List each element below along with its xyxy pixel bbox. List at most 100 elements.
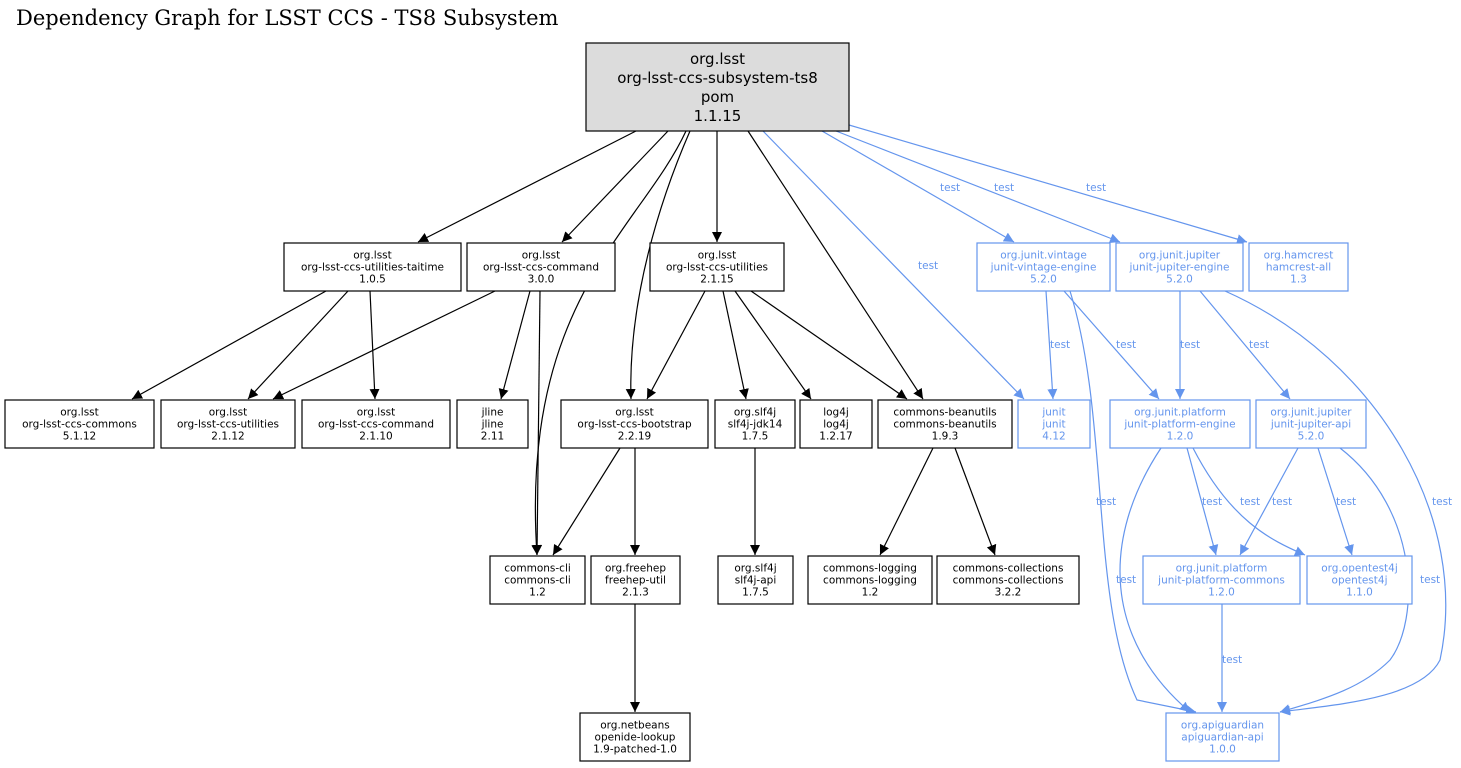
node-box	[560, 399, 709, 449]
edge-line	[1119, 447, 1191, 713]
edge-line	[247, 290, 349, 400]
edge-label: test	[1432, 496, 1452, 508]
node-jupiterengine: org.junit.jupiterjunit-jupiter-engine5.2…	[1115, 242, 1244, 292]
node-group: jline	[481, 407, 504, 419]
edge-platformcommons-to-apiguardian: test	[1217, 604, 1242, 712]
node-artifact: commons-cli	[504, 575, 571, 587]
node-version: 5.1.12	[63, 431, 96, 443]
node-taitime: org.lsstorg-lsst-ccs-utilities-taitime1.…	[283, 242, 462, 292]
node-group: commons-beanutils	[893, 407, 996, 419]
edge-root-to-junit: test	[762, 130, 1025, 400]
nodes-layer: org.lsstorg-lsst-ccs-subsystem-ts8pom1.1…	[4, 42, 1413, 762]
edge-line	[835, 130, 1121, 244]
edge-label: test	[1222, 654, 1242, 666]
edge-line	[1317, 447, 1354, 556]
edge-line	[1186, 447, 1219, 556]
edge-root-to-jupiterengine: test	[835, 130, 1121, 244]
edge-line	[734, 290, 812, 400]
node-group: org.lsst	[353, 250, 392, 262]
node-artifact: hamcrest-all	[1266, 262, 1331, 274]
node-box	[489, 555, 586, 605]
node-group: org.lsst	[690, 50, 745, 68]
node-version: 1.9-patched-1.0	[593, 744, 677, 756]
edge-line	[1199, 290, 1291, 400]
node-version: 2.1.3	[622, 587, 649, 599]
node-platformcommons: org.junit.platformjunit-platform-commons…	[1142, 555, 1301, 605]
edge-platformengine-to-opentest4j: test	[1192, 447, 1306, 556]
node-box	[4, 399, 155, 449]
node-box	[1165, 712, 1280, 762]
node-version: 1.2.0	[1167, 431, 1194, 443]
edge-taitime-to-utilities2112	[247, 290, 349, 400]
node-version: 1.2.0	[1208, 587, 1235, 599]
node-box	[1115, 242, 1244, 292]
node-artifact: junit-jupiter-api	[1270, 419, 1351, 431]
edge-platformengine-to-platformcommons: test	[1186, 447, 1222, 556]
edge-label: test	[1240, 496, 1260, 508]
edge-line	[561, 130, 669, 243]
node-box	[936, 555, 1080, 605]
node-box	[283, 242, 462, 292]
edge-label: test	[940, 182, 960, 194]
node-version: 2.1.12	[211, 431, 244, 443]
node-artifact: junit	[1041, 419, 1065, 431]
edge-line	[532, 290, 543, 556]
node-artifact: jline	[481, 419, 504, 431]
node-group: commons-collections	[953, 563, 1064, 575]
edge-taitime-to-command2110	[369, 290, 380, 400]
node-group: org.slf4j	[734, 407, 776, 419]
node-root: org.lsstorg-lsst-ccs-subsystem-ts8pom1.1…	[585, 42, 850, 132]
edge-jupiterapi-to-platformcommons: test	[1239, 447, 1299, 556]
node-version: 5.2.0	[1166, 274, 1193, 286]
node-group: org.hamcrest	[1264, 250, 1334, 262]
node-group: org.lsst	[522, 250, 561, 262]
node-version: 1.2.17	[819, 431, 852, 443]
node-artifact: junit-jupiter-engine	[1128, 262, 1229, 274]
node-artifact: org-lsst-ccs-bootstrap	[577, 419, 692, 431]
edge-line	[1069, 290, 1197, 715]
node-artifact: junit-platform-engine	[1123, 419, 1235, 431]
node-box	[456, 399, 529, 449]
edge-label: test	[918, 260, 938, 272]
edge-line	[552, 447, 621, 556]
edge-label: test	[1116, 339, 1136, 351]
node-platformengine: org.junit.platformjunit-platform-engine1…	[1109, 399, 1251, 449]
node-artifact: commons-logging	[823, 575, 917, 587]
edge-root-to-command300	[561, 130, 669, 243]
edge-line	[821, 130, 1015, 243]
edge-line	[954, 447, 997, 556]
node-box	[1255, 399, 1367, 449]
edge-vintage-to-apiguardian: test	[1069, 290, 1197, 715]
edge-root-to-hamcrest: test	[848, 124, 1248, 244]
edge-root-to-vintage: test	[821, 130, 1015, 243]
node-version: 2.1.15	[700, 274, 733, 286]
edge-label: test	[1180, 339, 1200, 351]
node-artifact: opentest4j	[1332, 575, 1388, 587]
edge-jupiterengine-to-apiguardian: test	[1224, 290, 1452, 716]
node-artifact: org-lsst-ccs-command	[483, 262, 599, 274]
node-artifact: openide-lookup	[595, 732, 676, 744]
node-box	[717, 555, 794, 605]
edge-command300-to-utilities2112	[272, 290, 496, 400]
node-group: org.junit.jupiter	[1139, 250, 1221, 262]
node-box	[1109, 399, 1251, 449]
edge-label: test	[1116, 574, 1136, 586]
node-box	[714, 399, 796, 449]
node-version: 1.7.5	[742, 587, 769, 599]
edge-beanutils-to-collections	[954, 447, 997, 556]
node-vintage: org.junit.vintagejunit-vintage-engine5.2…	[976, 242, 1111, 292]
edge-jupiterengine-to-platformengine: test	[1175, 291, 1200, 399]
node-box	[877, 399, 1013, 449]
node-version: 1.0.0	[1209, 744, 1236, 756]
edge-line	[750, 290, 908, 400]
edge-command300-to-commonscli	[532, 290, 543, 556]
